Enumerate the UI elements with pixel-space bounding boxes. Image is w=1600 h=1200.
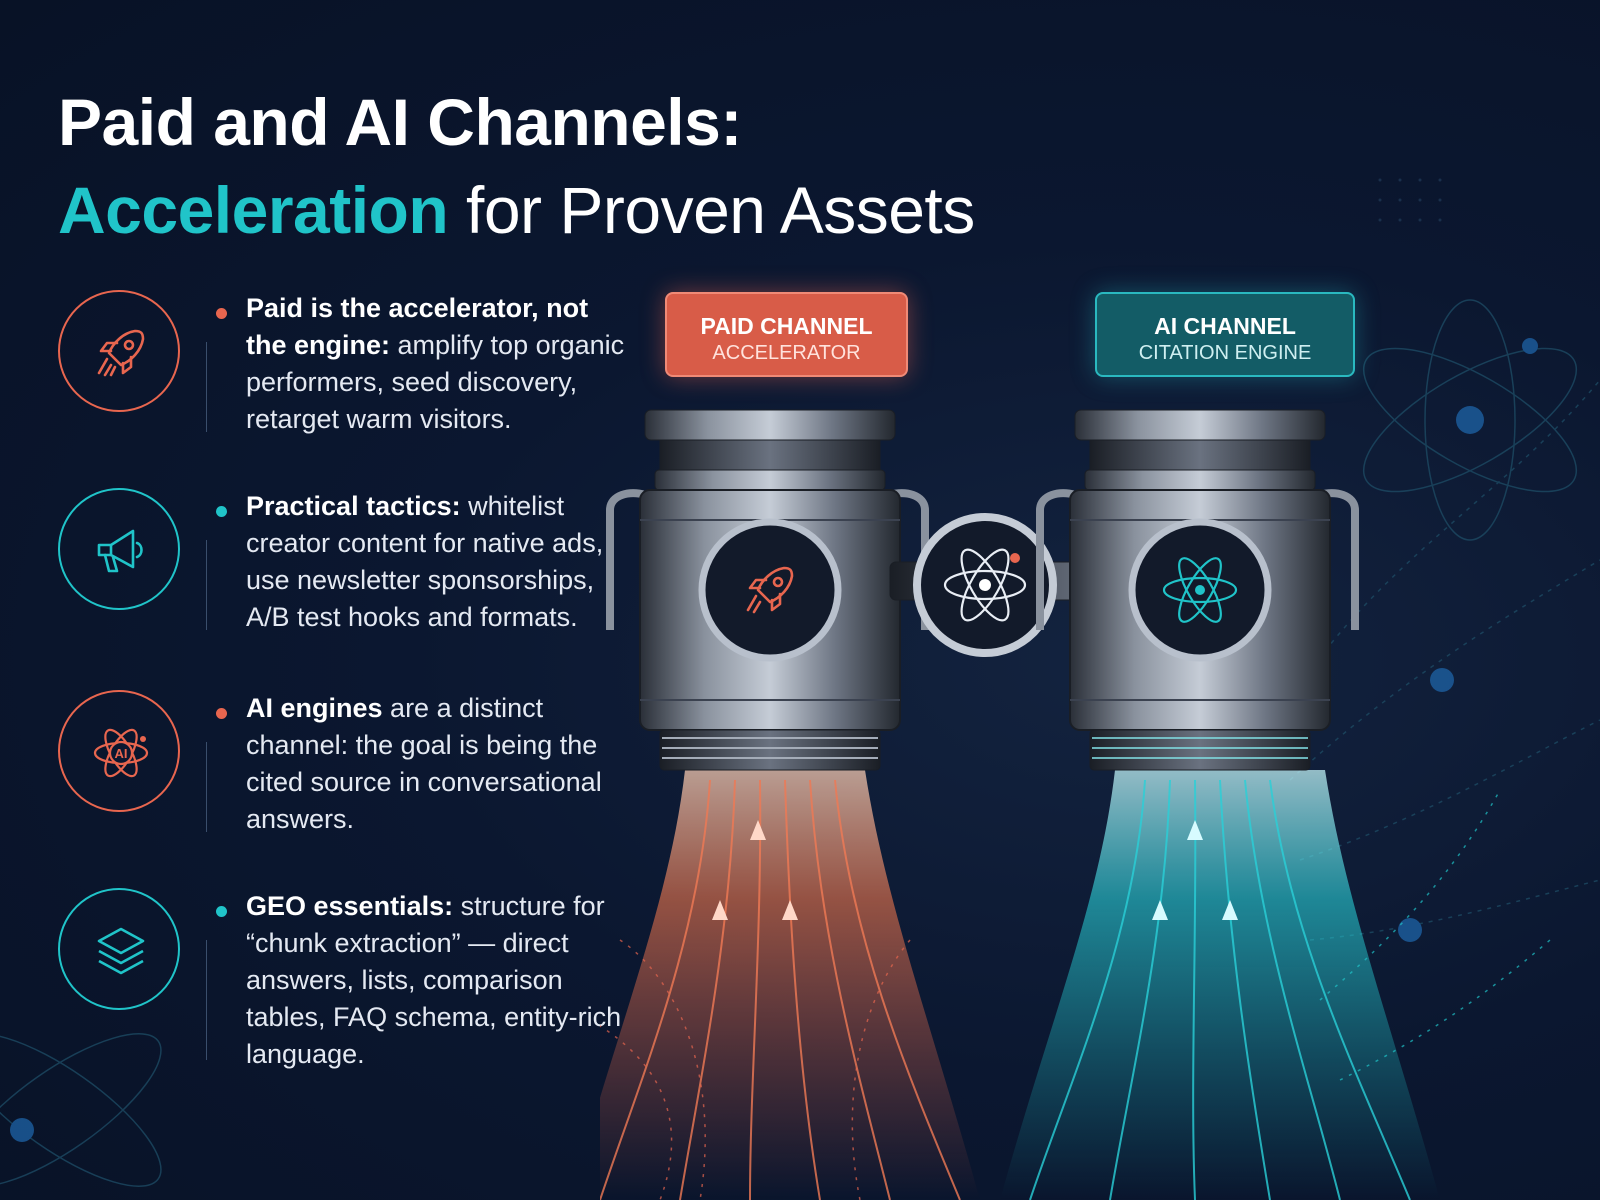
point-body: whitelist creator content for native ads… bbox=[246, 491, 604, 632]
page-title: Paid and AI Channels: Acceleration for P… bbox=[58, 78, 975, 254]
point-bold: Paid is the accelerator, not the engine: bbox=[246, 293, 589, 360]
point-body: amplify top organic performers, seed dis… bbox=[246, 330, 625, 434]
point-bold: GEO essentials: bbox=[246, 891, 454, 921]
ai-exhaust-stream bbox=[1000, 770, 1551, 1200]
title-line-2-rest: for Proven Assets bbox=[466, 173, 975, 247]
divider-line bbox=[206, 540, 207, 630]
atom-icon bbox=[1162, 557, 1238, 623]
paid-engine bbox=[606, 409, 929, 771]
rocket-icon bbox=[746, 566, 794, 614]
divider-line bbox=[206, 342, 207, 432]
atom-icon bbox=[943, 548, 1027, 622]
list-item: Paid is the accelerator, not the engine:… bbox=[58, 290, 648, 450]
rocket-icon-circle bbox=[58, 290, 180, 412]
point-body: are a distinct channel: the goal is bein… bbox=[246, 693, 602, 834]
ai-channel-subtitle: CITATION ENGINE bbox=[1138, 342, 1312, 364]
layers-icon bbox=[97, 927, 145, 975]
bullet-dot bbox=[216, 708, 227, 719]
point-text: Paid is the accelerator, not the engine:… bbox=[246, 290, 636, 438]
ai-atom-icon-circle: AI bbox=[58, 690, 180, 812]
bullet-dot bbox=[216, 906, 227, 917]
bullet-dot bbox=[216, 308, 227, 319]
ai-engine bbox=[1036, 409, 1359, 771]
paid-channel-badge: PAID CHANNEL ACCELERATOR bbox=[665, 292, 908, 377]
ai-channel-badge: AI CHANNEL CITATION ENGINE bbox=[1095, 292, 1355, 377]
paid-channel-title: PAID CHANNEL bbox=[700, 313, 873, 339]
point-body: structure for “chunk extraction” — direc… bbox=[246, 891, 622, 1069]
paid-exhaust-stream bbox=[600, 770, 980, 1200]
point-bold: Practical tactics: bbox=[246, 491, 461, 521]
title-line-1: Paid and AI Channels: bbox=[58, 85, 742, 159]
paid-channel-subtitle: ACCELERATOR bbox=[712, 342, 861, 364]
list-item: Practical tactics: whitelist creator con… bbox=[58, 488, 648, 648]
ai-channel-title: AI CHANNEL bbox=[1154, 313, 1296, 339]
title-accent: Acceleration bbox=[58, 173, 449, 247]
megaphone-icon-circle bbox=[58, 488, 180, 610]
layers-icon-circle bbox=[58, 888, 180, 1010]
point-text: Practical tactics: whitelist creator con… bbox=[246, 488, 636, 636]
divider-line bbox=[206, 940, 207, 1060]
divider-line bbox=[206, 742, 207, 832]
engine-illustration bbox=[600, 409, 1551, 1200]
point-bold: AI engines bbox=[246, 693, 383, 723]
list-item: GEO essentials: structure for “chunk ext… bbox=[58, 888, 648, 1078]
ai-atom-icon: AI bbox=[93, 728, 149, 778]
point-text: GEO essentials: structure for “chunk ext… bbox=[246, 888, 636, 1073]
point-text: AI engines are a distinct channel: the g… bbox=[246, 690, 636, 838]
list-item: AI AI engines are a distinct channel: th… bbox=[58, 690, 648, 850]
ai-icon-label: AI bbox=[115, 746, 128, 761]
megaphone-icon bbox=[97, 529, 143, 573]
title-line-2: Acceleration for Proven Assets bbox=[58, 173, 975, 247]
bullet-dot bbox=[216, 506, 227, 517]
rocket-icon bbox=[97, 329, 145, 377]
